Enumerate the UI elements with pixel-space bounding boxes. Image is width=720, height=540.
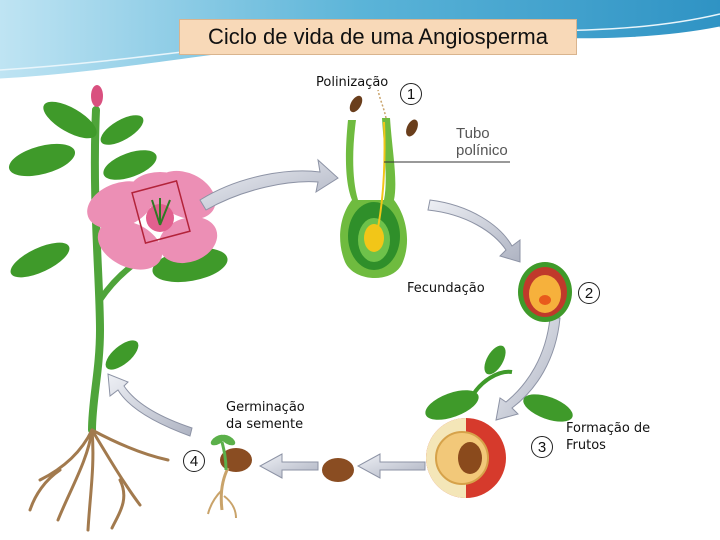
- stage-4-label-line1: Germinação: [226, 400, 305, 415]
- pollen-tube-label-line2: polínico: [456, 142, 508, 159]
- stage-4-label-line2: da semente: [226, 417, 304, 432]
- stage-3-label-line1: Formação de: [566, 421, 651, 436]
- cycle-arrows: [107, 158, 561, 479]
- pollination-illustration: [340, 89, 510, 279]
- stage-4-number: 4: [183, 450, 205, 472]
- stage-1-label: Polinização: [316, 75, 389, 90]
- pollen-tube-label: Tubo polínico: [456, 125, 508, 159]
- stage-1-number: 1: [400, 83, 422, 105]
- stage-3-label: Formação de Frutos: [566, 420, 650, 454]
- fertilization-illustration: [518, 262, 572, 322]
- germinating-seed-illustration: [207, 434, 252, 519]
- pollen-tube-label-line1: Tubo: [456, 125, 490, 142]
- stage-3-number: 3: [531, 436, 553, 458]
- stage-3-label-line2: Frutos: [566, 438, 606, 453]
- stage-2-label: Fecundação: [407, 281, 485, 296]
- diagram-title: Ciclo de vida de uma Angiosperma: [179, 19, 577, 55]
- seed-icon: [322, 458, 354, 482]
- fruit-illustration: [425, 345, 573, 498]
- stage-2-number: 2: [578, 282, 600, 304]
- plant: [8, 85, 228, 532]
- stage-4-label: Germinação da semente: [226, 399, 305, 433]
